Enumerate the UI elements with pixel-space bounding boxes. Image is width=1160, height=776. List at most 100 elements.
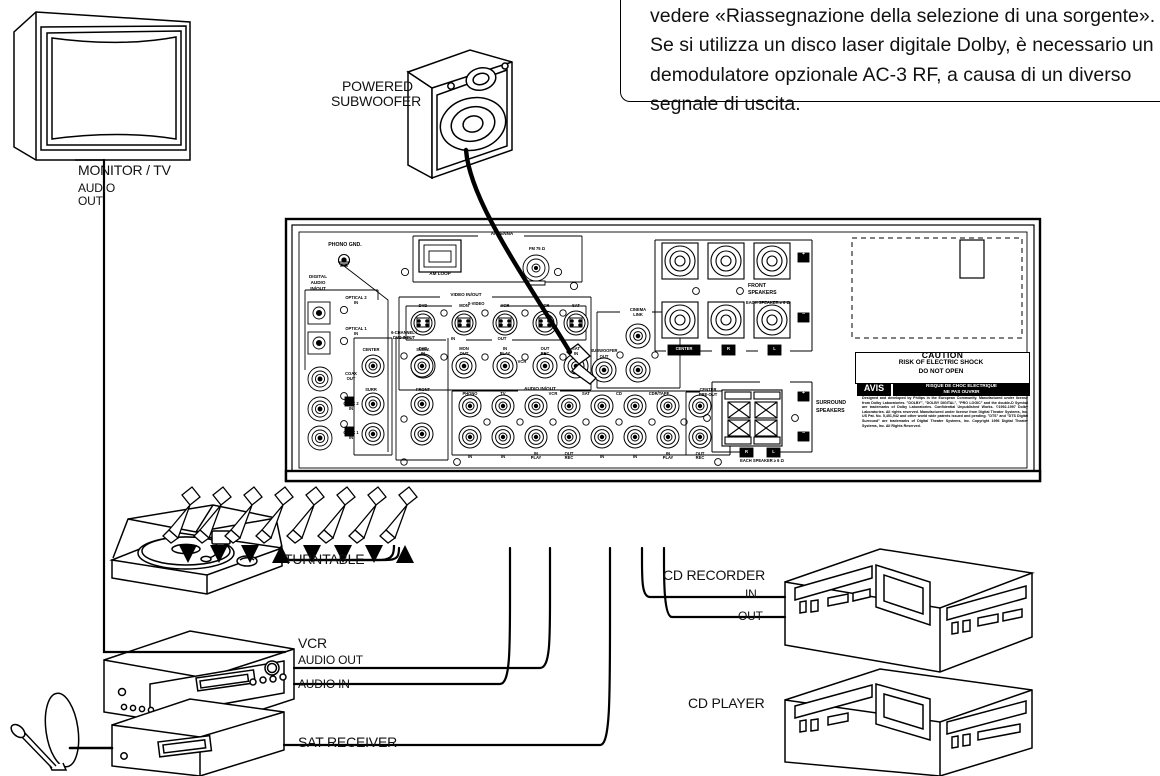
signal-direction-arrows [179,545,414,563]
cinema-link-label-2: LINK [633,312,643,317]
cd-player-label: CD PLAYER [688,695,765,711]
avis-label: AVIS [863,383,885,393]
cd-recorder-illustration [784,548,1035,673]
surround-speakers-label-2: SPEAKERS [816,408,845,414]
comp-mon-label-1: MON [459,346,469,351]
svideo-row-out-label: OUT [497,336,507,341]
front-terminal-center-label: CENTER [675,346,693,351]
optical2-in-label: IN [353,300,359,305]
callout-text: vedere «Riassegnazione della selezione d… [650,2,1160,119]
phono-gnd-label: PHONO GND. [328,242,362,248]
front-plus-symbol: + [801,251,806,257]
satellite-dish-illustration [10,692,80,771]
front-impedance-label: EACH SPEAKER ≥ 6 Ω [746,300,790,305]
front-terminal-r-label: R [727,346,730,351]
monitor-tv-audio-label: AUDIO [78,181,116,195]
vcr-audio-out-label: AUDIO OUT [298,653,363,667]
callout-line-3: demodulatore opzionale AC-3 RF, a causa … [650,63,1132,86]
cinema-link-label-1: CINEMA [629,307,647,312]
vcr-label: VCR [298,635,327,651]
regulatory-fine-print: Designed and developed by Philips in the… [862,396,1028,428]
audio-row-label-7: IN PLAY [662,451,674,461]
surround-terminal-r-label: R [745,449,748,454]
callout-line-1: vedere «Riassegnazione della selezione d… [650,5,1156,27]
caution-box [855,352,1030,384]
center-pre-out-label-1: CENTER [699,387,717,392]
monitor-tv-label: MONITOR / TV [78,162,171,178]
comp-rec-label-1: OUT [540,346,550,351]
audio-phono-label: PHONO [462,391,478,396]
svideo-sat-label: SAT [572,303,580,308]
surround-minus-symbol: − [801,430,806,436]
svideo-dvd-label: DVD [418,303,428,308]
video-inout-label: VIDEO IN/OUT [450,292,482,297]
fm75-label: FM 75 Ω [528,246,546,251]
comp-dvd-label-1: DVD [418,346,428,351]
caution-fr-line-2: NE PAS OUVRIR [943,389,980,394]
callout-box [620,0,1160,102]
audio-row-label-5: IN [599,454,605,459]
six-ch-surr-label: SURR [365,387,377,392]
front-minus-symbol: − [801,311,806,317]
turntable-label: TURNTABLE [284,551,365,567]
antenna-label: ANTENNA [490,231,514,236]
center-pre-out-label-2: PRE-OUT [698,392,718,397]
s-video-label: S-VIDEO [467,301,485,306]
optical1-in-label: IN [353,331,359,336]
audio-row-label-4: OUT REC [564,451,574,461]
cd-player-illustration [784,668,1033,776]
audio-row-label-3: IN PLAY [530,451,542,461]
coax2-in-label-1: COAX 2 [343,401,359,406]
six-ch-subw-label: SUBW. [416,347,430,352]
coax-out-label-1: COAX [345,371,357,376]
audio-tv-label: TV [500,391,506,396]
front-terminal-l-label: L [773,346,776,351]
audio-sat-label: SAT [582,391,590,396]
optical1-label: OPTICAL 1 [345,326,367,331]
comp-dvd-label-2: IN [420,351,426,356]
cd-recorder-in-label: IN [745,587,757,601]
callout-line-4: segnale di uscita. [650,92,801,115]
front-speakers-label-1: FRONT [748,283,766,289]
coax2-in-label-2: IN [348,406,354,411]
cable-routing [68,147,787,750]
receiver-panel-internals [304,235,1023,466]
comp-vcr-group-label: VCR [517,359,527,364]
powered-subwoofer-illustration [406,49,513,180]
surround-impedance-label: EACH SPEAKER ≥ 6 Ω [740,458,784,463]
vcr-audio-in-label: AUDIO IN [298,677,350,691]
caution-fr-line-1: RISQUE DE CHOC ELECTRIQUE [926,383,997,388]
subwoofer-label-line1: POWERED [342,78,413,94]
comp-play-label-1: IN [502,346,508,351]
caution-line-2: DO NOT OPEN [918,368,964,375]
subwoofer-label-line2: SUBWOOFER [331,93,421,109]
caution-title: CAUTION [921,350,964,360]
audio-inout-label: AUDIO IN/OUT [524,386,556,391]
digital-audio-label-2: AUDIO [310,280,326,285]
six-channel-label-1: 6-CHANNEL / [391,330,417,335]
audio-row-label-8: OUT REC [695,451,705,461]
sat-receiver-label: SAT RECEIVER [298,734,397,750]
comp-sat-label-2: IN [573,351,579,356]
comp-rec-label-2: REC [540,351,550,356]
comp-mon-label-2: OUT [459,351,469,356]
audio-vcr-label: VCR [548,391,558,396]
surround-terminal-l-label: L [772,449,775,454]
comp-play-label-2: PLAY [499,351,511,356]
coax-out-label-2: OUT [346,376,356,381]
caution-line-1: RISK OF ELECTRIC SHOCK [898,359,984,366]
coax1-in-label-2: IN [348,435,354,440]
audio-row-label-2: IN [500,454,506,459]
cd-recorder-label: CD RECORDER [663,567,766,583]
six-channel-label-2: DVD INPUT [392,335,416,340]
front-speakers-label-2: SPEAKERS [748,290,777,296]
surround-plus-symbol: + [801,390,806,396]
audio-row-label-1: IN [467,454,473,459]
svideo-row-in-label: IN [450,336,456,341]
svideo-vcr2-label: VCR [540,303,550,308]
monitor-tv-illustration [13,11,191,161]
six-ch-center-label: CENTER [362,347,380,352]
svideo-mon-label: MON [459,303,469,308]
subwoofer-out-label-2: OUT [599,354,609,359]
cd-recorder-out-label: OUT [738,609,763,623]
